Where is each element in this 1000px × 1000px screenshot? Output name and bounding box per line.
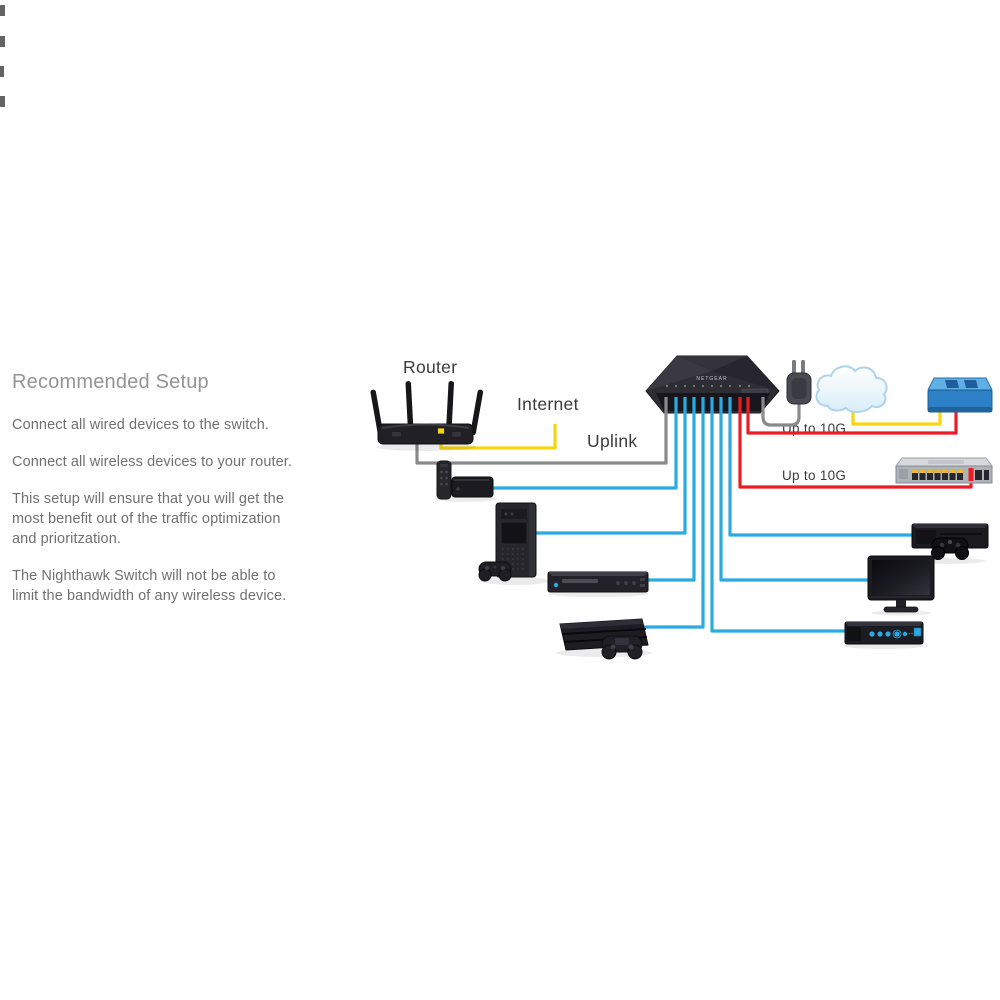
switch-brand-text: NETGEAR <box>696 376 727 382</box>
soundbar-logo-badge <box>913 627 922 637</box>
cable-switch-to-media-player <box>486 397 678 490</box>
internet-cloud-icon <box>815 365 888 413</box>
router-label: Router <box>403 357 458 377</box>
rack-switch-ports <box>912 470 989 480</box>
paragraph-benefit: This setup will ensure that you will get… <box>12 491 284 547</box>
cable-switch-to-monitor <box>719 397 874 582</box>
cable-switch-to-bluray <box>644 397 696 582</box>
streaming-media-player <box>435 460 497 502</box>
remote-control-icon <box>436 460 452 500</box>
power-plug-icon <box>786 360 812 405</box>
bluray-player <box>547 571 649 597</box>
pc-vent-grid <box>502 548 527 570</box>
game-controller-icon <box>478 561 512 582</box>
router-wan-port <box>437 427 445 435</box>
av-soundbar <box>844 621 924 649</box>
cable-power-cord <box>761 397 801 427</box>
left-edge-artifacts <box>0 5 5 107</box>
paragraph-wired: Connect all wired devices to the switch. <box>12 417 270 433</box>
cable-switch-to-ps4 <box>640 397 705 629</box>
page-title: Recommended Setup <box>12 371 209 393</box>
modem <box>927 377 993 413</box>
paragraph-wireless: Connect all wireless devices to your rou… <box>12 454 293 470</box>
cable-uplink-router-to-switch <box>415 397 668 465</box>
cable-switch-to-pc-tower <box>530 397 687 535</box>
router <box>370 381 484 451</box>
switch-led-row <box>665 384 751 388</box>
up-to-10g-label-bottom: Up to 10G <box>782 468 847 483</box>
gaming-pc-tower <box>478 502 549 585</box>
xbox-controller-icon <box>931 537 969 560</box>
paragraph-limit: The Nighthawk Switch will not be able to… <box>12 568 287 604</box>
ten-g-rack-switch <box>895 457 993 484</box>
cable-switch-to-soundbar <box>710 397 850 633</box>
ps4-controller-icon <box>601 635 643 660</box>
internet-label: Internet <box>517 394 579 414</box>
info-panel: Recommended Setup Connect all wired devi… <box>12 371 344 623</box>
monitor <box>867 555 935 616</box>
ps4-console <box>556 618 652 660</box>
cable-switch-to-xbox <box>728 397 918 537</box>
xbox-console <box>910 523 989 564</box>
uplink-label: Uplink <box>587 431 638 451</box>
rack-switch-red-plug <box>968 468 974 481</box>
bluray-power-led <box>553 582 559 588</box>
cable-switch-to-modem <box>746 397 958 435</box>
